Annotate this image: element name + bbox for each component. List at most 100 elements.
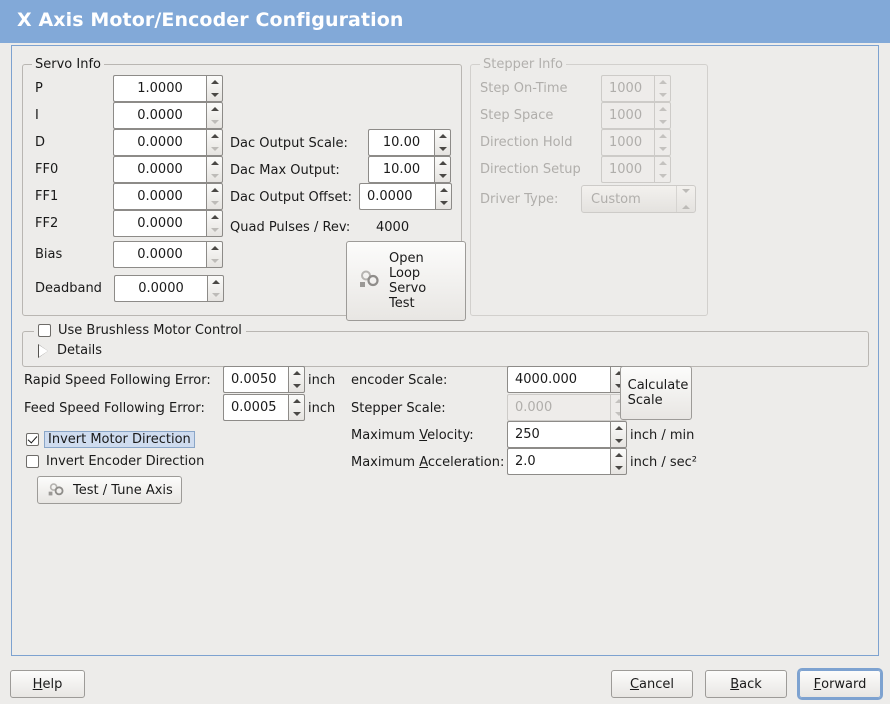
servo-spin-bias-buttons[interactable] [206, 241, 223, 268]
servo-spin-d-value[interactable]: 0.0000 [113, 129, 206, 156]
servo-spin-ff2[interactable]: 0.0000 [113, 210, 223, 237]
dac-output-scale-buttons[interactable] [434, 129, 451, 156]
calculate-scale-button[interactable]: Calculate Scale [620, 366, 692, 420]
spin-down-icon[interactable] [611, 462, 626, 475]
spin-down-icon[interactable] [289, 408, 304, 421]
spin-down-icon[interactable] [436, 197, 451, 210]
servo-spin-i[interactable]: 0.0000 [113, 102, 223, 129]
spin-down-icon[interactable] [435, 143, 450, 156]
cancel-label-rest: ancel [639, 676, 675, 692]
dac-output-offset-spin[interactable]: 0.0000 [359, 183, 452, 210]
spin-up-icon[interactable] [436, 184, 451, 197]
spin-up-icon [655, 157, 670, 170]
spin-down-icon[interactable] [207, 143, 222, 156]
test-tune-axis-button[interactable]: Test / Tune Axis [37, 476, 182, 504]
chevron-right-icon[interactable] [38, 343, 48, 358]
servo-spin-p-value[interactable]: 1.0000 [113, 75, 206, 102]
use-brushless-motor-control-checkbox[interactable]: Use Brushless Motor Control [34, 323, 246, 338]
servo-spin-d-buttons[interactable] [206, 129, 223, 156]
spin-up-icon [655, 103, 670, 116]
servo-spin-ff0-value[interactable]: 0.0000 [113, 156, 206, 183]
servo-spin-p-buttons[interactable] [206, 75, 223, 102]
rapid-following-error-spin[interactable]: 0.0050 [223, 366, 305, 393]
spin-up-icon[interactable] [207, 103, 222, 116]
rapid-following-error-value[interactable]: 0.0050 [223, 366, 288, 393]
spin-up-icon[interactable] [207, 242, 222, 255]
spin-up-icon[interactable] [289, 367, 304, 380]
spin-up-icon[interactable] [435, 130, 450, 143]
dac-max-output-value[interactable]: 10.00 [368, 156, 434, 183]
rapid-following-error-buttons[interactable] [288, 366, 305, 393]
spin-down-icon[interactable] [207, 197, 222, 210]
servo-spin-d[interactable]: 0.0000 [113, 129, 223, 156]
maximum-velocity-buttons[interactable] [610, 421, 627, 448]
invert-encoder-direction-checkbox[interactable]: Invert Encoder Direction [26, 454, 204, 469]
servo-spin-deadband-value[interactable]: 0.0000 [114, 275, 207, 302]
servo-spin-deadband-buttons[interactable] [207, 275, 224, 302]
servo-spin-p[interactable]: 1.0000 [113, 75, 223, 102]
invert-motor-direction-checkbox[interactable]: Invert Motor Direction [26, 431, 195, 448]
spin-up-icon[interactable] [289, 395, 304, 408]
encoder-scale-spin[interactable]: 4000.000 [507, 366, 627, 393]
maximum-acceleration-buttons[interactable] [610, 448, 627, 475]
spin-up-icon[interactable] [207, 76, 222, 89]
spin-down-icon[interactable] [435, 170, 450, 183]
feed-following-error-buttons[interactable] [288, 394, 305, 421]
feed-following-error-spin[interactable]: 0.0005 [223, 394, 305, 421]
dac-output-scale-value[interactable]: 10.00 [368, 129, 434, 156]
help-label-rest: elp [42, 676, 63, 692]
feed-following-error-value[interactable]: 0.0005 [223, 394, 288, 421]
dac-output-offset-value[interactable]: 0.0000 [359, 183, 435, 210]
spin-up-icon[interactable] [435, 157, 450, 170]
step-space-label: Step Space [480, 108, 554, 123]
spin-down-icon[interactable] [611, 435, 626, 448]
spin-down-icon[interactable] [289, 380, 304, 393]
spin-down-icon[interactable] [207, 224, 222, 237]
servo-spin-deadband[interactable]: 0.0000 [114, 275, 224, 302]
encoder-scale-value[interactable]: 4000.000 [507, 366, 610, 393]
step-space-buttons [654, 102, 671, 129]
servo-spin-ff1[interactable]: 0.0000 [113, 183, 223, 210]
dac-max-output-spin[interactable]: 10.00 [368, 156, 451, 183]
servo-spin-ff1-buttons[interactable] [206, 183, 223, 210]
spin-up-icon[interactable] [208, 276, 223, 289]
spin-up-icon[interactable] [207, 157, 222, 170]
servo-spin-bias[interactable]: 0.0000 [113, 241, 223, 268]
servo-spin-ff2-value[interactable]: 0.0000 [113, 210, 206, 237]
maximum-velocity-spin[interactable]: 250 [507, 421, 627, 448]
spin-up-icon[interactable] [207, 184, 222, 197]
dac-output-scale-spin[interactable]: 10.00 [368, 129, 451, 156]
details-disclosure[interactable]: Details [38, 343, 102, 358]
servo-spin-ff2-buttons[interactable] [206, 210, 223, 237]
servo-spin-i-buttons[interactable] [206, 102, 223, 129]
maximum-acceleration-value[interactable]: 2.0 [507, 448, 610, 475]
spin-down-icon[interactable] [207, 116, 222, 129]
checkbox-box[interactable] [26, 433, 39, 446]
spin-up-icon[interactable] [207, 211, 222, 224]
spin-up-icon[interactable] [207, 130, 222, 143]
spin-up-icon[interactable] [611, 449, 626, 462]
maximum-acceleration-spin[interactable]: 2.0 [507, 448, 627, 475]
spin-down-icon[interactable] [207, 170, 222, 183]
servo-spin-ff0-buttons[interactable] [206, 156, 223, 183]
spin-down-icon[interactable] [208, 289, 223, 302]
checkbox-box[interactable] [26, 455, 39, 468]
servo-spin-i-value[interactable]: 0.0000 [113, 102, 206, 129]
rapid-following-error-label: Rapid Speed Following Error: [24, 373, 211, 388]
checkbox-box[interactable] [38, 324, 51, 337]
dac-output-offset-buttons[interactable] [435, 183, 452, 210]
servo-spin-ff0[interactable]: 0.0000 [113, 156, 223, 183]
servo-spin-ff1-value[interactable]: 0.0000 [113, 183, 206, 210]
spin-up-icon[interactable] [611, 422, 626, 435]
window-title: X Axis Motor/Encoder Configuration [17, 9, 404, 31]
spin-down-icon[interactable] [207, 255, 222, 268]
servo-spin-bias-value[interactable]: 0.0000 [113, 241, 206, 268]
dac-max-output-buttons[interactable] [434, 156, 451, 183]
maximum-velocity-value[interactable]: 250 [507, 421, 610, 448]
spin-down-icon[interactable] [207, 89, 222, 102]
open-loop-servo-test-button[interactable]: Open Loop Servo Test [346, 241, 466, 321]
